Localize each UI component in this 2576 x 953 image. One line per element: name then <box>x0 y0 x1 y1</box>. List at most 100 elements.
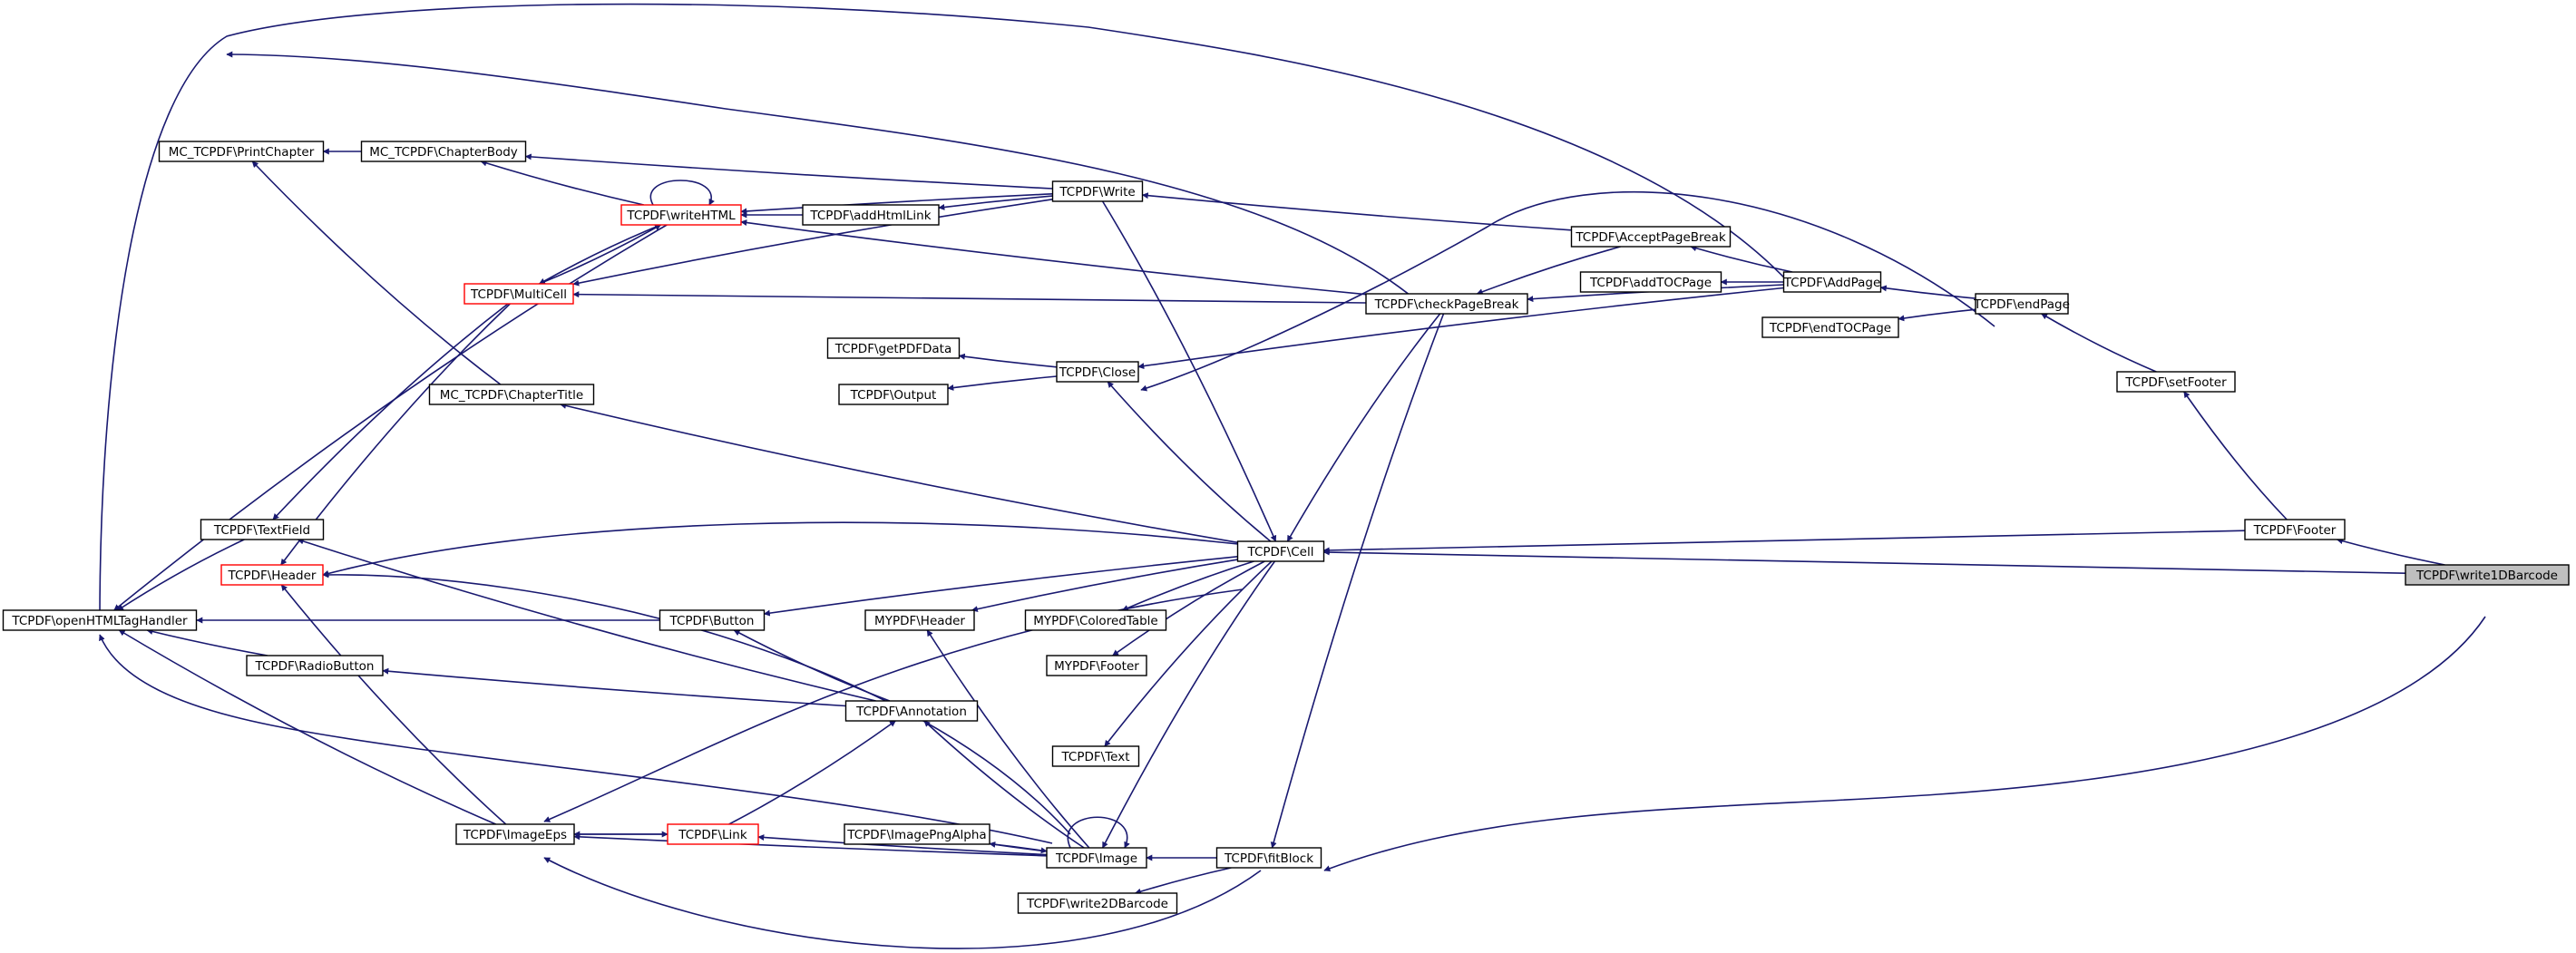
node-endtocpage[interactable]: TCPDF\endTOCPage <box>1761 316 1899 338</box>
edge-cell-to-myheader <box>971 559 1238 613</box>
edge-path <box>923 720 1085 849</box>
edge-checkpagebreak-to-cell <box>1286 313 1441 542</box>
node-setfooter[interactable]: TCPDF\setFooter <box>2116 371 2236 393</box>
node-label: TCPDF\Footer <box>2253 523 2337 538</box>
node-label: TCPDF\MultiCell <box>470 287 567 302</box>
node-button[interactable]: TCPDF\Button <box>659 609 766 631</box>
node-label: TCPDF\Write <box>1059 185 1135 199</box>
node-write[interactable]: TCPDF\Write <box>1051 180 1144 202</box>
node-label: TCPDF\getPDFData <box>834 342 951 356</box>
node-coloredtable[interactable]: MYPDF\ColoredTable <box>1024 609 1167 631</box>
node-cell[interactable]: TCPDF\Cell <box>1236 540 1325 562</box>
node-acceptpagebreak[interactable]: TCPDF\AcceptPageBreak <box>1570 226 1732 248</box>
edge-cell-to-chaptertitle <box>560 403 1238 544</box>
edge-checkpagebreak-to-writehtml <box>740 219 1367 296</box>
edge-path <box>1140 190 1995 392</box>
edge-multicell-to-writehtml <box>539 224 662 285</box>
node-box <box>246 655 384 676</box>
edge-imageeps-to-openhtmltaghandler <box>118 629 497 825</box>
node-endpage[interactable]: TCPDF\endPage <box>1973 293 2070 315</box>
node-label: MC_TCPDF\ChapterTitle <box>440 388 583 403</box>
edge-writehtml-to-multicell <box>538 224 661 285</box>
edge-path <box>572 199 1053 287</box>
node-label: MC_TCPDF\ChapterBody <box>369 145 518 160</box>
node-imageeps[interactable]: TCPDF\ImageEps <box>455 823 575 845</box>
node-writehtml[interactable]: TCPDF\writeHTML <box>620 204 742 226</box>
node-label: TCPDF\write1DBarcode <box>2415 569 2558 583</box>
node-box <box>1051 745 1140 767</box>
node-header[interactable]: TCPDF\Header <box>220 564 324 586</box>
edge-fitblock-to-imageeps <box>543 857 1262 949</box>
edge-write1dbarcode-to-cell <box>1322 549 2406 574</box>
edge-write-to-chapterbody <box>524 153 1053 190</box>
edge-annotation-to-radiobutton <box>382 667 846 707</box>
edge-acceptpagebreak-to-checkpagebreak <box>1476 246 1621 296</box>
node-printchapter[interactable]: MC_TCPDF\PrintChapter <box>158 141 325 162</box>
edge-path <box>560 403 1238 544</box>
node-write2dbarcode[interactable]: TCPDF\write2DBarcode <box>1017 892 1178 914</box>
edge-write-to-cell <box>1101 200 1277 542</box>
node-output[interactable]: TCPDF\Output <box>838 384 949 405</box>
edge-addpage-to-openhtmltaghandler <box>96 3 1797 621</box>
node-myfooter[interactable]: MYPDF\Footer <box>1046 655 1147 676</box>
node-label: TCPDF\Link <box>678 828 747 842</box>
edge-path <box>226 51 1416 300</box>
node-addpage[interactable]: TCPDF\AddPage <box>1783 271 1882 293</box>
edge-close-to-output <box>947 375 1058 391</box>
edge-path <box>1104 560 1273 747</box>
edge-cell-to-header <box>322 521 1239 577</box>
node-label: TCPDF\AcceptPageBreak <box>1575 230 1726 245</box>
node-chapterbody[interactable]: MC_TCPDF\ChapterBody <box>360 141 527 162</box>
node-addtocpage[interactable]: TCPDF\addTOCPage <box>1579 271 1722 293</box>
edge-image-to-image <box>1067 816 1130 849</box>
edge-path <box>1067 816 1130 849</box>
edge-write-to-multicell <box>572 199 1053 287</box>
edge-image-to-link <box>757 834 1048 856</box>
node-box <box>455 823 575 845</box>
node-link[interactable]: TCPDF\Link <box>667 823 759 845</box>
edge-cell-to-coloredtable <box>1121 560 1254 611</box>
edge-fitblock-to-write2dbarcode <box>1134 867 1232 895</box>
node-text[interactable]: TCPDF\Text <box>1051 745 1140 767</box>
edge-path <box>728 720 896 825</box>
edge-path <box>297 538 876 702</box>
edge-path <box>926 629 1090 849</box>
node-label: TCPDF\AddPage <box>1783 276 1881 290</box>
edge-path <box>2041 313 2157 373</box>
edge-annotation-to-button <box>733 629 891 702</box>
edge-path <box>947 375 1058 391</box>
node-footer[interactable]: TCPDF\Footer <box>2244 519 2346 540</box>
node-label: TCPDF\fitBlock <box>1224 851 1313 866</box>
node-textfield[interactable]: TCPDF\TextField <box>200 519 325 540</box>
node-openhtmltaghandler[interactable]: TCPDF\openHTMLTagHandler <box>2 609 198 631</box>
edge-path <box>118 629 497 825</box>
node-box <box>2405 564 2570 586</box>
node-multicell[interactable]: TCPDF\MultiCell <box>463 283 574 305</box>
edge-image-to-myheader <box>926 629 1090 849</box>
edge-path <box>251 160 502 385</box>
edge-endpage-to-addpage <box>1879 285 1976 299</box>
node-box <box>2244 519 2346 540</box>
edge-path <box>572 291 1367 304</box>
node-write1dbarcode[interactable]: TCPDF\write1DBarcode <box>2405 564 2570 586</box>
node-chaptertitle[interactable]: MC_TCPDF\ChapterTitle <box>428 384 595 405</box>
edge-endpage-to-endtocpage <box>1898 308 1976 322</box>
node-label: MYPDF\ColoredTable <box>1033 614 1157 628</box>
node-annotation[interactable]: TCPDF\Annotation <box>844 700 979 722</box>
node-getpdfdata[interactable]: TCPDF\getPDFData <box>826 337 961 359</box>
node-checkpagebreak[interactable]: TCPDF\checkPageBreak <box>1365 293 1528 315</box>
edge-layer <box>96 3 2486 949</box>
edge-cell-to-text <box>1104 560 1273 747</box>
node-close[interactable]: TCPDF\Close <box>1056 361 1139 383</box>
edge-path <box>757 834 1048 856</box>
edge-write1dbarcode-to-fitblock <box>1323 616 2486 872</box>
node-imagepngalpha[interactable]: TCPDF\ImagePngAlpha <box>844 823 990 845</box>
edge-path <box>971 559 1238 613</box>
node-myheader[interactable]: MYPDF\Header <box>864 609 975 631</box>
node-image[interactable]: TCPDF\Image <box>1046 847 1147 869</box>
node-radiobutton[interactable]: TCPDF\RadioButton <box>246 655 384 676</box>
node-fitblock[interactable]: TCPDF\fitBlock <box>1215 847 1322 869</box>
node-label: TCPDF\addTOCPage <box>1589 276 1712 290</box>
node-addhtmllink[interactable]: TCPDF\addHtmlLink <box>802 204 940 226</box>
node-label: TCPDF\Annotation <box>855 705 967 719</box>
